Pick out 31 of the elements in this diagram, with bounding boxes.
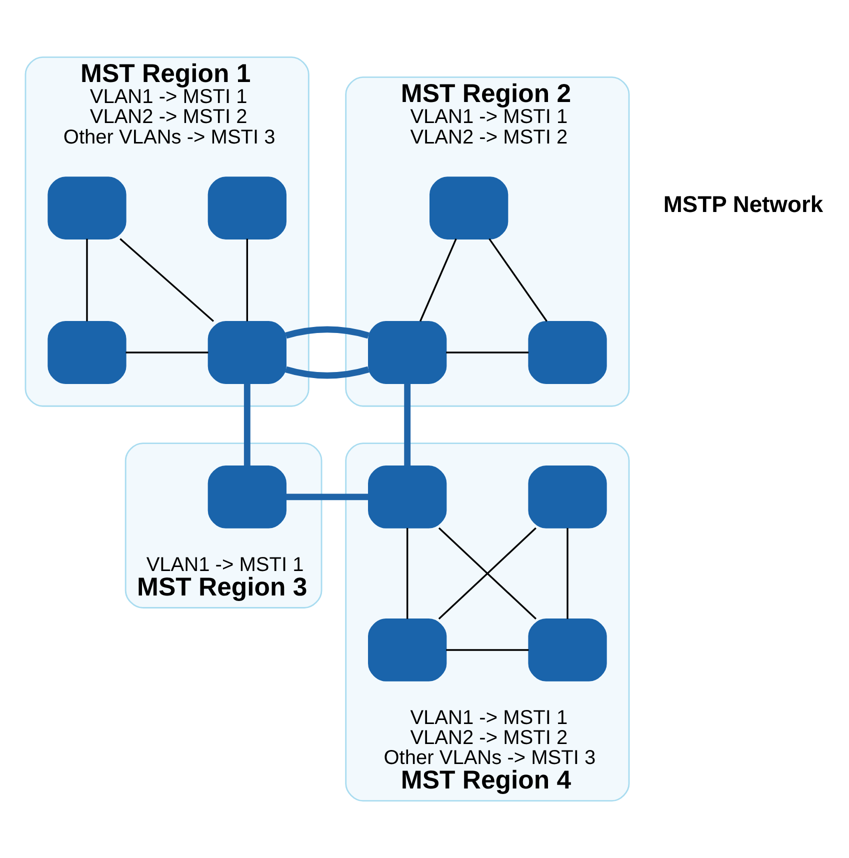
node-box: [48, 321, 126, 384]
connector: [120, 238, 214, 322]
label: MSTP Network: [663, 191, 824, 218]
node-box: [368, 321, 447, 384]
connector: [246, 238, 248, 322]
node-box: [430, 176, 508, 240]
connector: [286, 494, 368, 500]
connector: [244, 383, 250, 466]
connector: [285, 326, 370, 379]
connector: [406, 528, 408, 619]
connector: [86, 238, 88, 322]
cluster: MST Region 1 VLAN1 -> MSTI 1 VLAN2 -> MSTI 2 Other VLANs -> MSTI 3: [24, 56, 310, 407]
node-box: [208, 176, 286, 240]
connector: [446, 352, 529, 354]
node-box: [208, 321, 286, 384]
connector: [488, 238, 548, 322]
cluster: MST Region 2 VLAN1 -> MSTI 1 VLAN2 -> MSTI 2: [345, 76, 630, 407]
connector: [404, 383, 411, 466]
node-box: [48, 176, 126, 240]
connector: [566, 528, 568, 619]
node-box: [528, 321, 607, 384]
node-box: [368, 618, 447, 682]
cluster: VLAN1 -> MSTI 1 MST Region 3: [124, 442, 322, 608]
connector: [420, 238, 457, 322]
node-box: [368, 465, 447, 528]
connector: [126, 352, 208, 354]
connector: [446, 649, 529, 651]
cluster: VLAN1 -> MSTI 1 VLAN2 -> MSTI 2 Other VLANs -> MSTI 3 MST Region 4: [345, 442, 630, 802]
node-box: [528, 618, 607, 682]
node-box: [528, 465, 607, 528]
node-box: [208, 465, 286, 528]
